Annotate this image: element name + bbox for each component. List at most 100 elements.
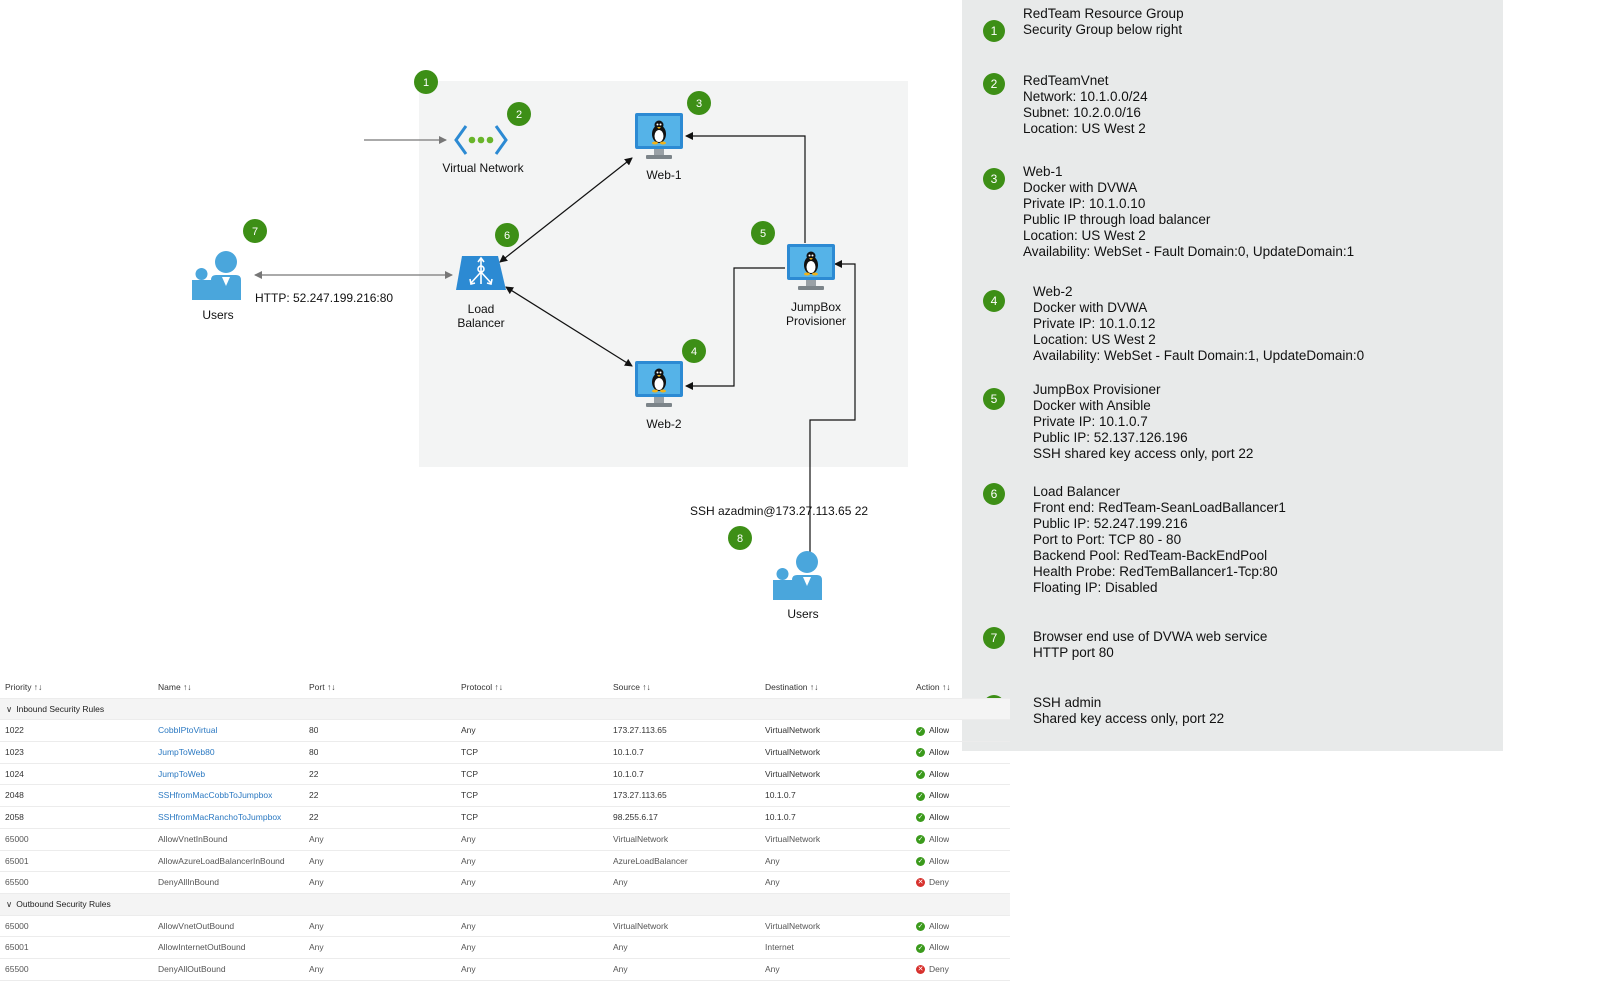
rule-destination: VirtualNetwork <box>765 833 821 844</box>
rule-port: 22 <box>309 790 319 801</box>
rule-action: ✕Deny <box>916 872 949 893</box>
rule-name[interactable]: JumpToWeb80 <box>158 747 215 758</box>
rule-priority: 1024 <box>5 768 24 779</box>
info-line: Front end: RedTeam-SeanLoadBallancer1 <box>1033 500 1286 515</box>
table-header-row: Priority ↑↓ Name ↑↓ Port ↑↓ Protocol ↑↓ Sour… <box>0 677 1010 699</box>
architecture-diagram: 1 2 3 4 5 6 7 8 <box>192 70 908 600</box>
info-line: Private IP: 10.1.0.7 <box>1033 414 1148 429</box>
info-line: Private IP: 10.1.0.12 <box>1033 316 1156 331</box>
info-line: Public IP: 52.137.126.196 <box>1033 430 1188 445</box>
rule-name: AllowVnetInBound <box>158 833 228 844</box>
rule-port: 22 <box>309 812 319 823</box>
rule-source: VirtualNetwork <box>613 920 669 931</box>
info-line: Location: US West 2 <box>1023 121 1146 136</box>
info-line: Web-2 <box>1033 284 1073 299</box>
column-header-port[interactable]: Port ↑↓ <box>309 682 336 692</box>
users-bottom-icon <box>773 551 822 600</box>
rule-source: 173.27.113.65 <box>613 725 667 736</box>
lb-to-web1-connection <box>499 157 633 263</box>
x-circle-icon: ✕ <box>916 965 925 975</box>
rule-action: ✓Allow <box>916 764 949 785</box>
info-badge-3: 3 <box>983 168 1005 190</box>
rule-port: Any <box>309 920 324 931</box>
jumpbox-to-web2-connection <box>685 267 785 390</box>
rule-source: 10.1.0.7 <box>613 768 644 779</box>
rule-action-text: Allow <box>929 812 950 823</box>
rule-name[interactable]: SSHfromMacRanchoToJumpbox <box>158 812 282 823</box>
rule-destination: Internet <box>765 942 794 953</box>
rule-priority: 2058 <box>5 812 24 823</box>
rule-name: DenyAllOutBound <box>158 963 226 974</box>
check-circle-icon: ✓ <box>916 943 925 953</box>
info-line: Web-1 <box>1023 164 1063 179</box>
rule-destination: 10.1.0.7 <box>765 790 796 801</box>
info-line: JumpBox Provisioner <box>1033 382 1161 397</box>
users-left-icon <box>192 251 241 300</box>
rule-action-text: Allow <box>929 833 950 844</box>
rule-priority: 2048 <box>5 790 24 801</box>
column-header-source[interactable]: Source ↑↓ <box>613 682 651 692</box>
info-line: Location: US West 2 <box>1023 228 1146 243</box>
svg-text:8: 8 <box>737 533 743 545</box>
rule-action-text: Deny <box>929 877 949 888</box>
svg-text:7: 7 <box>252 226 258 238</box>
column-header-protocol[interactable]: Protocol ↑↓ <box>461 682 504 692</box>
rule-destination: 10.1.0.7 <box>765 812 796 823</box>
check-circle-icon: ✓ <box>916 748 925 758</box>
column-header-action[interactable]: Action ↑↓ <box>916 682 951 692</box>
check-circle-icon: ✓ <box>916 791 925 801</box>
info-badge-2: 2 <box>983 73 1005 95</box>
chevron-down-icon[interactable]: ∨ <box>6 703 13 714</box>
badge-7: 7 <box>243 219 267 243</box>
info-line: Subnet: 10.2.0.0/16 <box>1023 105 1141 120</box>
svg-text:4: 4 <box>691 346 697 358</box>
rule-action-text: Allow <box>929 725 950 736</box>
rule-action: ✓Allow <box>916 785 949 806</box>
info-line: HTTP port 80 <box>1033 645 1114 660</box>
rule-name[interactable]: JumpToWeb <box>158 768 206 779</box>
column-header-name[interactable]: Name ↑↓ <box>158 682 192 692</box>
column-header-destination[interactable]: Destination ↑↓ <box>765 682 819 692</box>
svg-text:5: 5 <box>760 228 766 240</box>
rule-protocol: Any <box>461 963 476 974</box>
rule-action: ✕Deny <box>916 959 949 980</box>
info-line: Private IP: 10.1.0.10 <box>1023 196 1146 211</box>
info-line: SSH admin <box>1033 695 1102 710</box>
outbound-rules-group[interactable]: ∨Outbound Security Rules <box>0 893 1010 916</box>
rule-protocol: Any <box>461 942 476 953</box>
info-line: Public IP: 52.247.199.216 <box>1033 516 1188 531</box>
info-badge-6: 6 <box>983 483 1005 505</box>
rule-source: AzureLoadBalancer <box>613 855 688 866</box>
security-rules-table: Priority ↑↓ Name ↑↓ Port ↑↓ Protocol ↑↓ Sour… <box>0 677 1010 981</box>
rule-name[interactable]: CobbIPtoVirtual <box>158 725 218 736</box>
load-balancer-icon <box>456 256 506 290</box>
rule-protocol: Any <box>461 833 476 844</box>
rule-destination: VirtualNetwork <box>765 725 821 736</box>
chevron-down-icon[interactable]: ∨ <box>6 898 13 909</box>
column-header-priority[interactable]: Priority ↑↓ <box>5 682 43 692</box>
inbound-rules-group[interactable]: ∨Inbound Security Rules <box>0 698 1010 721</box>
badge-5: 5 <box>751 221 775 245</box>
rule-name[interactable]: SSHfromMacCobbToJumpbox <box>158 790 273 801</box>
rule-priority: 65000 <box>5 920 29 931</box>
users-left-label: Users <box>202 308 234 322</box>
rule-source: 173.27.113.65 <box>613 790 667 801</box>
svg-text:3: 3 <box>696 98 702 110</box>
http-connection-label: HTTP: 52.247.199.216:80 <box>255 291 394 305</box>
rule-source: Any <box>613 877 628 888</box>
